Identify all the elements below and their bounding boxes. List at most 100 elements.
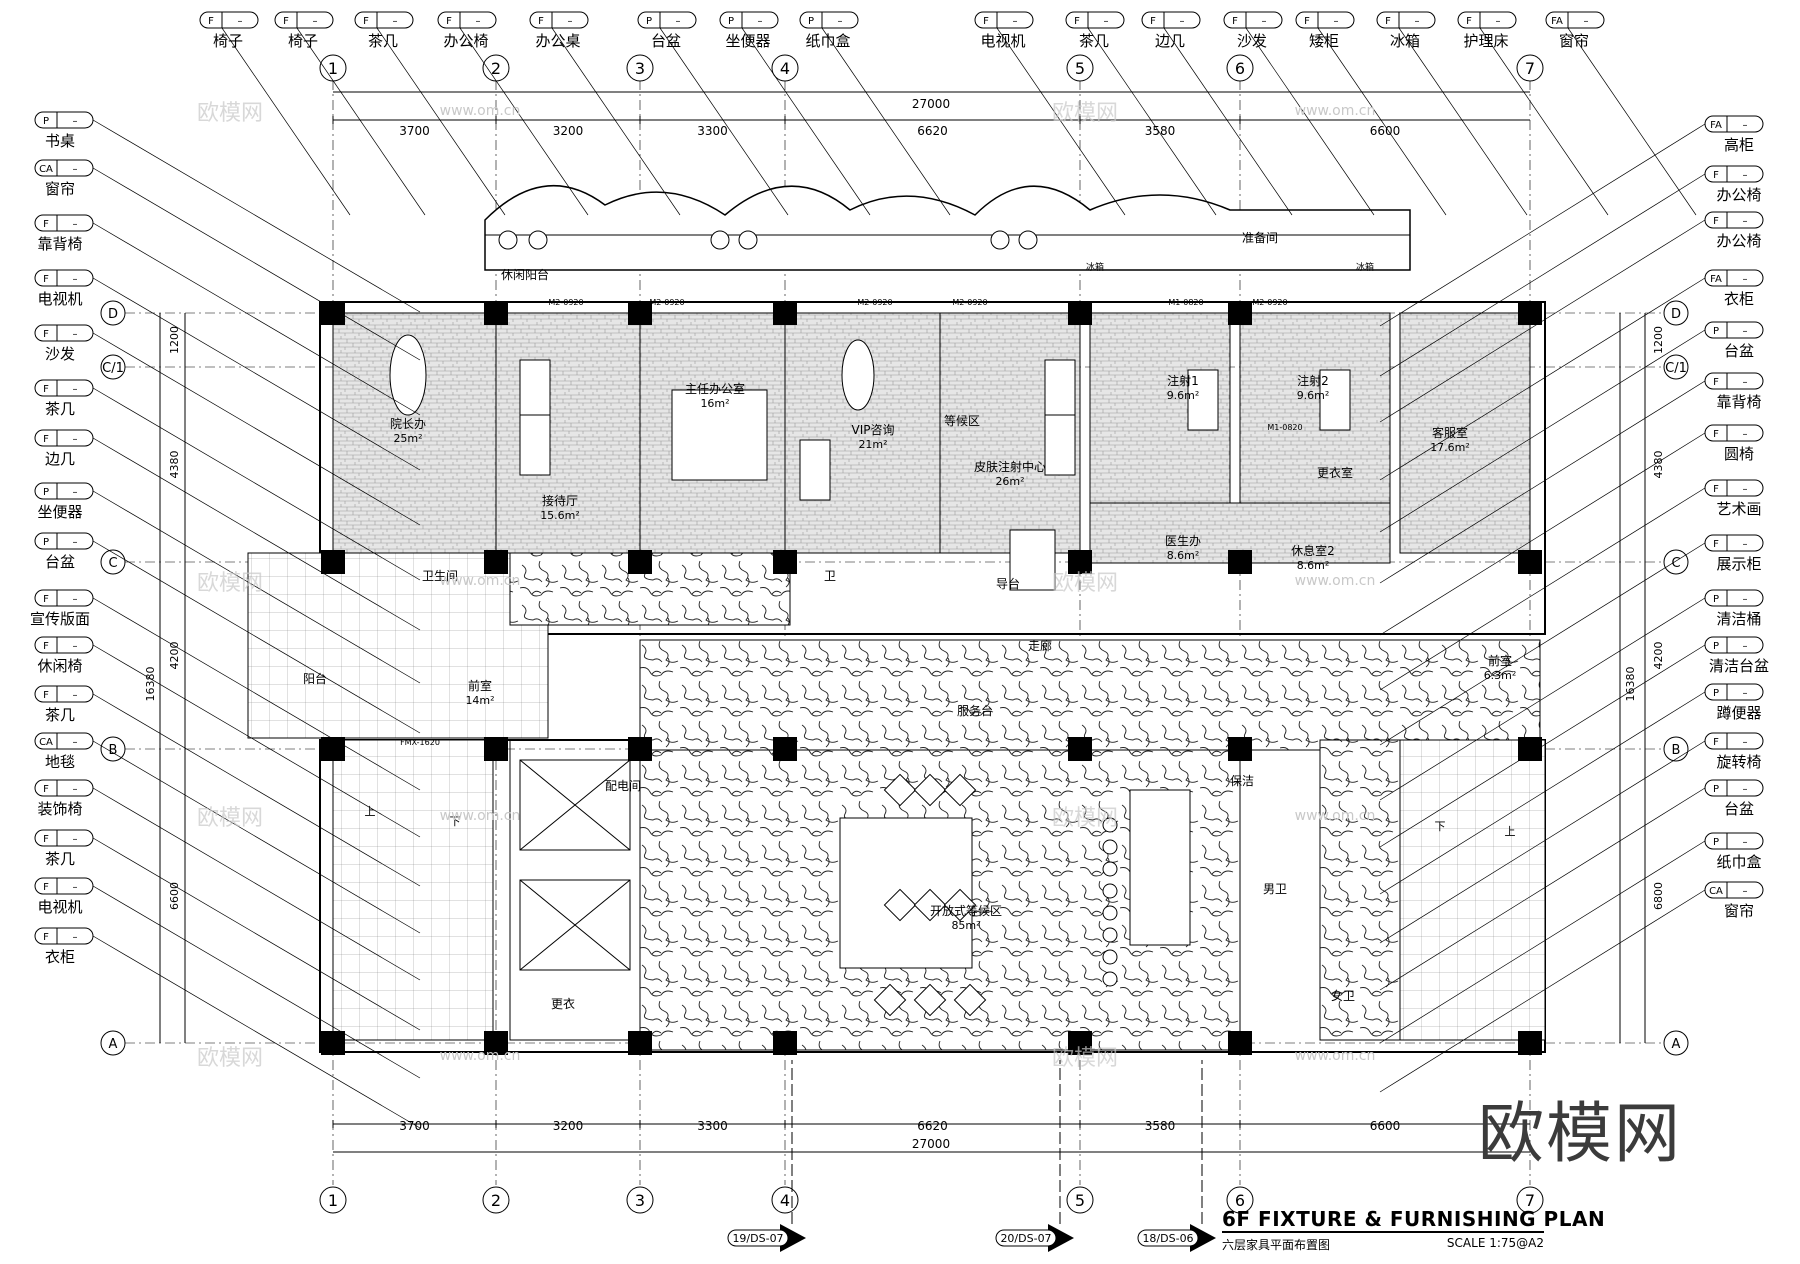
watermark: 欧模网 [1052, 101, 1118, 126]
room-label: 注射1 [1167, 373, 1199, 388]
watermark: 欧模网 [1052, 571, 1118, 596]
bar-stool [1102, 949, 1118, 965]
leader-line [92, 644, 421, 838]
leader-line [92, 787, 421, 981]
balcony-chair [738, 230, 758, 250]
elevator-car-2 [519, 879, 631, 971]
elevator-x [519, 879, 631, 971]
grid-label-top: 1 [328, 59, 338, 78]
drawing-subtitle: 六层家具平面布置图 [1222, 1238, 1331, 1252]
structural-column [484, 550, 508, 574]
room-label: 主任办公室 [685, 381, 745, 396]
tag-dash: – [73, 537, 78, 548]
section-arrow [1048, 1224, 1074, 1252]
room-label: 休息室2 [1291, 543, 1335, 558]
tag-code: FA [1551, 16, 1563, 27]
structural-column [773, 550, 797, 574]
grid-bubble-left [100, 1030, 126, 1056]
grid-label-top: 3 [635, 59, 645, 78]
drawing-title: 6F FIXTURE & FURNISHING PLAN [1222, 1207, 1606, 1233]
leader-line [1379, 840, 1706, 1044]
tag-label: 窗帘 [45, 180, 75, 198]
door-tag: 冰箱 [1356, 261, 1374, 273]
tag-dash: – [1743, 216, 1748, 227]
grid-label-left: C [108, 556, 117, 571]
left-callout-tag [34, 532, 94, 550]
room-label: 更衣室 [1317, 465, 1353, 480]
grid-bubble-top [1516, 54, 1544, 82]
grid-label-top: 6 [1235, 59, 1245, 78]
tag-label: 旋转椅 [1716, 753, 1761, 771]
dim-right-3: 6800 [1652, 882, 1665, 910]
section-arrow [780, 1224, 806, 1252]
tag-code: CA [1709, 886, 1723, 897]
tag-code: FA [1710, 120, 1722, 131]
tag-label: 圆椅 [1724, 445, 1754, 463]
bar-stool [1102, 839, 1118, 855]
tag-dash: – [73, 384, 78, 395]
bathtub [1009, 529, 1056, 591]
stair-down-label: 下 [1435, 820, 1446, 833]
leader-line [92, 837, 421, 1031]
tag-code: F [1150, 16, 1156, 27]
leader-line [92, 222, 421, 416]
watermark-url: www.om.cn [440, 103, 521, 119]
grid-label-bottom: 4 [780, 1191, 790, 1210]
watermark: 欧模网 [197, 1046, 263, 1071]
dim-top-4: 3580 [1145, 124, 1176, 138]
tag-code: F [43, 690, 49, 701]
dim-top-2: 3300 [697, 124, 728, 138]
sofa-5 [1187, 369, 1219, 431]
leader-line [1379, 644, 1706, 848]
grid-bubble-top [626, 54, 654, 82]
tag-label: 展示柜 [1716, 555, 1761, 573]
tag-label: 清洁台盆 [1709, 657, 1769, 675]
lounge-chair [913, 983, 947, 1017]
tag-label: 边几 [1155, 32, 1185, 50]
lounge-chair [873, 983, 907, 1017]
room-label: 卫生间 [422, 569, 458, 583]
tag-label: 装饰椅 [37, 800, 82, 818]
structural-column [1068, 1031, 1092, 1055]
room-label: 准备间 [1242, 231, 1278, 245]
structural-column [628, 737, 652, 761]
tag-label: 清洁桶 [1716, 610, 1761, 628]
lounge-chair [953, 983, 987, 1017]
tag-label: 茶几 [368, 32, 398, 50]
leader-line [1379, 277, 1706, 481]
dim-bottom-total: 27000 [912, 1137, 950, 1151]
grid-label-right: D [1671, 307, 1681, 322]
grid-label-bottom: 5 [1075, 1191, 1085, 1210]
tag-label: 茶几 [45, 706, 75, 724]
grid-label-right: C [1671, 556, 1680, 571]
east-stair [1399, 739, 1546, 1041]
bar-stool [1102, 971, 1118, 987]
structural-column [1518, 737, 1542, 761]
elevator-car-1 [519, 759, 631, 851]
tag-label: 高柜 [1724, 136, 1754, 154]
leader-line [92, 740, 421, 934]
tag-code: P [43, 116, 49, 127]
section-bubble [995, 1229, 1057, 1247]
tag-label: 衣柜 [1724, 290, 1754, 308]
tag-dash: – [73, 116, 78, 127]
room-label: 前室 [1488, 653, 1512, 668]
structural-column [321, 1031, 345, 1055]
dim-left-1: 4380 [168, 451, 181, 479]
door-tag: 冰箱 [1086, 261, 1104, 273]
tag-dash: – [73, 219, 78, 230]
room-label: 服务台 [957, 703, 993, 718]
tag-code: F [43, 932, 49, 943]
stair-up-label: 上 [1505, 825, 1516, 838]
dim-bottom-3: 6620 [917, 1119, 948, 1133]
door-tag: M1-0820 [1267, 423, 1302, 432]
tag-label: 电视机 [980, 32, 1025, 50]
room-label: 注射2 [1297, 373, 1329, 388]
tag-label: 台盆 [1724, 342, 1754, 360]
tag-dash: – [1334, 16, 1339, 27]
section-mark-label: 19/DS-07 [732, 1232, 783, 1245]
elevator-core [509, 739, 641, 1041]
tag-dash: – [313, 16, 318, 27]
top-callout-tag [1141, 11, 1201, 29]
